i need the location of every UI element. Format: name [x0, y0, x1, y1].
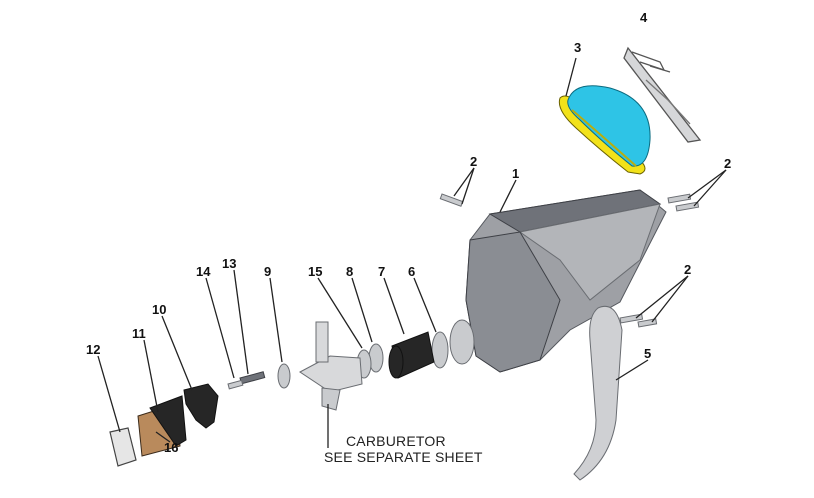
label-part-12: 12 [86, 342, 100, 357]
intake-manifold-part [183, 383, 219, 429]
label-part-15: 15 [308, 264, 322, 279]
manifold-bolts-part [227, 371, 266, 390]
label-part-2-left: 2 [470, 154, 477, 169]
label-part-2-right: 2 [724, 156, 731, 171]
bolt-part-upper-left [439, 193, 464, 207]
airbox-part [449, 189, 667, 373]
label-part-14: 14 [196, 264, 211, 279]
bolt-part-lower-right [619, 313, 658, 328]
filter-cage-part [623, 46, 702, 143]
label-part-4: 4 [640, 10, 648, 25]
label-part-11: 11 [132, 326, 146, 341]
intake-boot-part [368, 331, 449, 379]
note-line-2: SEE SEPARATE SHEET [324, 449, 483, 465]
label-part-1: 1 [512, 166, 519, 181]
label-part-5: 5 [644, 346, 651, 361]
label-part-16: 16 [164, 440, 178, 455]
seal-ring-part [277, 363, 291, 389]
leader-lines [97, 57, 727, 448]
label-part-6: 6 [408, 264, 415, 279]
bolt-part-upper-right [667, 193, 700, 212]
air-filter-part [558, 85, 651, 175]
label-part-9: 9 [264, 264, 271, 279]
label-part-10: 10 [152, 302, 166, 317]
label-part-2-lower: 2 [684, 262, 691, 277]
carburetor-note: CARBURETOR SEE SEPARATE SHEET [324, 433, 483, 465]
label-part-8: 8 [346, 264, 353, 279]
label-part-7: 7 [378, 264, 385, 279]
label-part-13: 13 [222, 256, 236, 271]
carburetor-part [299, 321, 372, 411]
label-part-3: 3 [574, 40, 581, 55]
side-panel-part [573, 305, 623, 481]
reed-valve-part [137, 395, 187, 457]
gasket-part [109, 427, 137, 467]
note-line-1: CARBURETOR [346, 433, 446, 449]
part-labels: 1 2 2 2 3 4 5 6 7 8 9 10 11 12 13 14 15 … [86, 10, 731, 455]
